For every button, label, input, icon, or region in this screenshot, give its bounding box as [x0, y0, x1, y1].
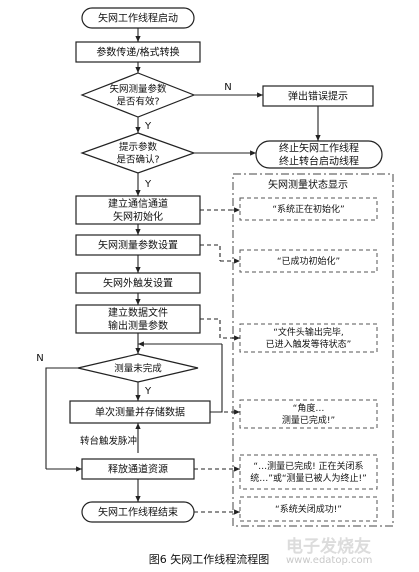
watermark-url: www.edatop.com	[286, 555, 373, 566]
branch-label-no-1: N	[224, 82, 231, 93]
status-panel-frame	[232, 173, 394, 527]
node-valid-question-label: 矢网测量参数是否有效?	[109, 83, 167, 108]
branch-label-yes-2: Y	[144, 179, 152, 190]
status-panel-title: 矢网测量状态显示	[268, 178, 348, 191]
node-end-label: 矢网工作线程结束	[98, 506, 178, 519]
turntable-pulse-label: 转台触发脉冲	[80, 435, 137, 447]
node-data-file-label: 建立数据文件输出测量参数	[108, 306, 168, 332]
node-confirm-question	[80, 132, 196, 174]
node-single-measure-label: 单次测量并存储数据	[95, 406, 185, 419]
status-message-4	[239, 399, 378, 429]
node-param-set-label: 矢网测量参数设置	[98, 239, 178, 252]
status-message-3	[239, 323, 378, 353]
no-branch-line	[45, 367, 78, 469]
node-valid-question	[80, 72, 196, 118]
status-link-3	[200, 318, 240, 341]
status-message-4-text: “角度…测量已完成!”	[282, 402, 335, 426]
node-terminate	[255, 140, 383, 169]
branch-label-no-loop: N	[36, 353, 43, 364]
node-trigger-set-label: 矢网外触发设置	[103, 277, 173, 290]
node-confirm-question-label: 提示参数是否确认?	[116, 141, 159, 166]
node-measure-done-question-label: 测量未完成	[114, 362, 162, 374]
node-end	[81, 501, 195, 523]
node-start	[81, 7, 195, 29]
status-message-1-text: “系统正在初始化”	[272, 203, 344, 215]
status-message-5	[239, 454, 378, 490]
node-build-channel	[75, 195, 201, 225]
status-message-2	[239, 249, 378, 273]
status-message-6-text: “系统关闭成功!”	[275, 503, 342, 515]
node-release-label: 释放通道资源	[108, 463, 168, 476]
node-single-measure	[69, 400, 211, 424]
node-error-tip-label: 弹出错误提示	[288, 90, 348, 103]
node-convert-label: 参数传递/格式转换	[96, 46, 179, 59]
branch-label-yes-1: Y	[144, 121, 152, 132]
node-start-label: 矢网工作线程启动	[98, 12, 178, 25]
status-message-3-text: “文件头输出完毕,已进入触发等待状态”	[266, 326, 352, 350]
watermark-logo: 电子发烧友	[286, 537, 371, 557]
status-message-1	[239, 197, 378, 221]
node-data-file	[75, 304, 201, 334]
node-error-tip	[262, 85, 374, 107]
node-measure-done-question	[77, 353, 199, 383]
figure-caption: 图6 矢网工作线程流程图	[149, 552, 270, 566]
status-message-6	[239, 496, 378, 522]
node-terminate-label: 终止矢网工作线程终止转台启动线程	[279, 142, 359, 168]
node-convert	[75, 41, 201, 63]
status-link-2a	[200, 244, 221, 261]
node-param-set	[75, 234, 201, 256]
node-trigger-set	[75, 272, 201, 294]
node-build-channel-label: 建立通信通道矢网初始化	[108, 197, 168, 223]
loop-back-line	[210, 344, 223, 413]
status-message-5-text: “…测量已完成! 正在关闭系统…”或“测量已被人为终止!”	[250, 460, 367, 484]
status-message-2-text: “已成功初始化”	[277, 255, 340, 267]
node-release	[81, 458, 195, 480]
branch-label-yes-3: Y	[144, 386, 152, 397]
